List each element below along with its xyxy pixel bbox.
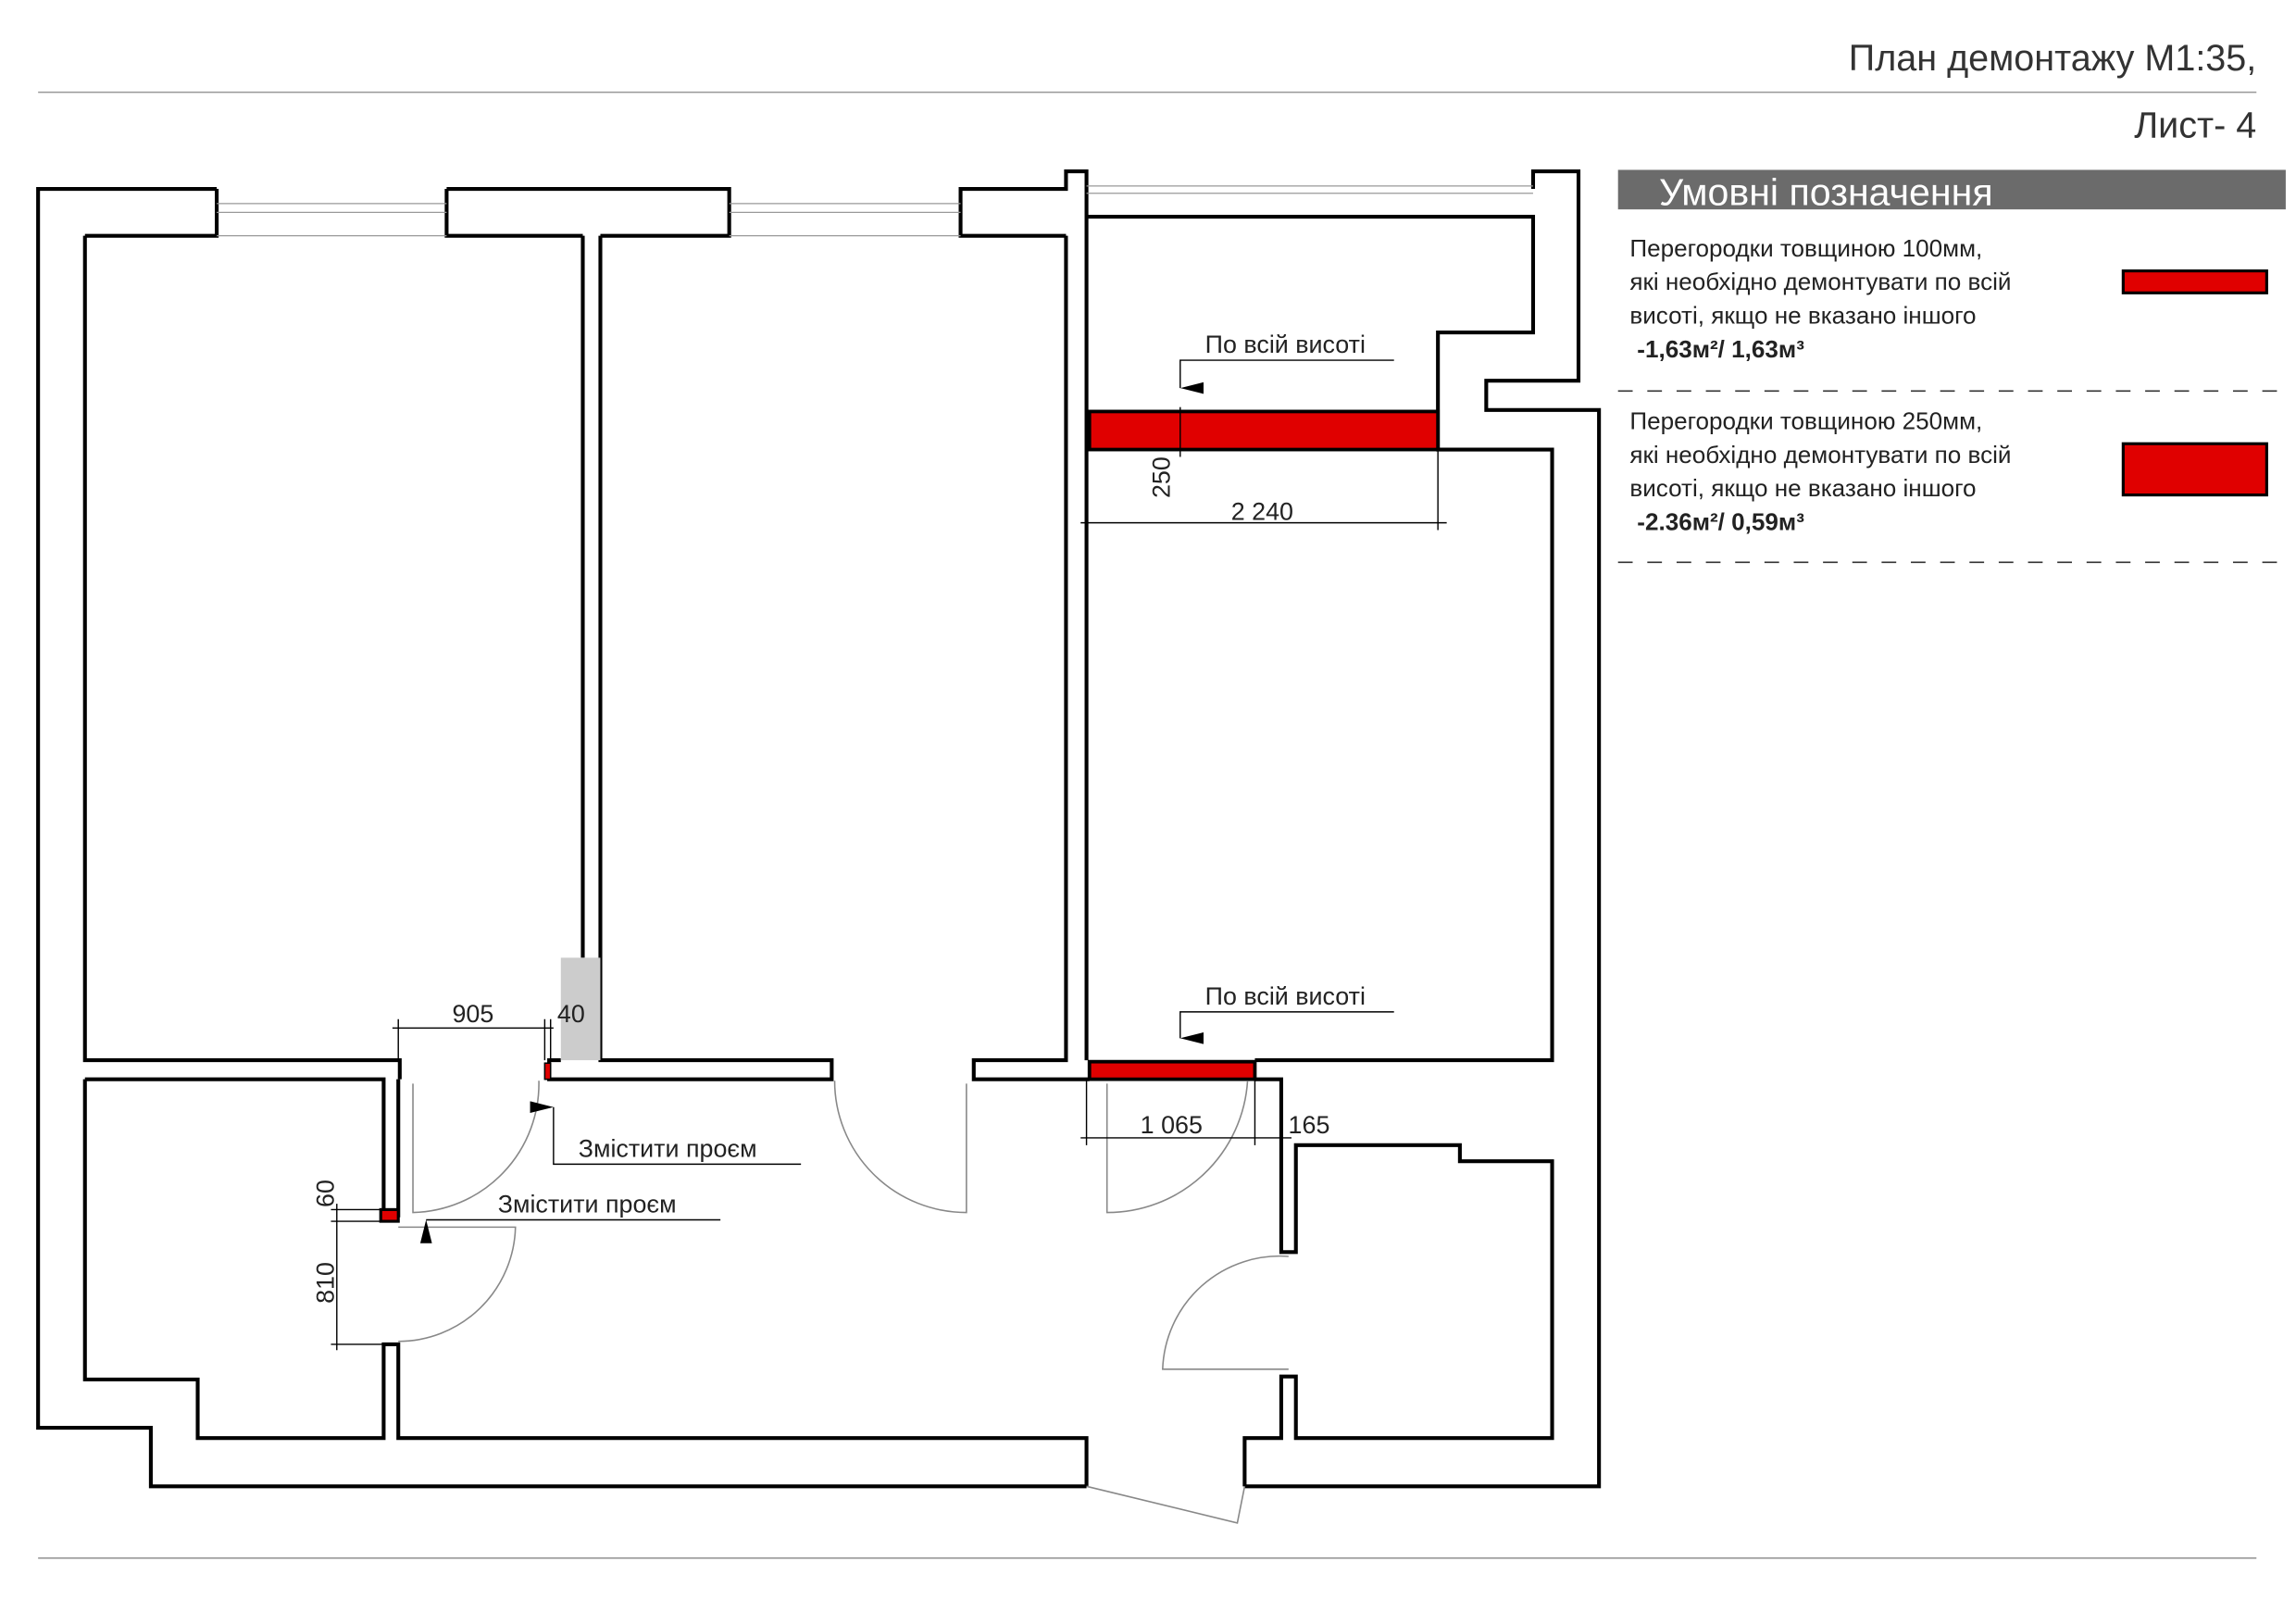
legend-item-1-line-3: висоті, якщо не вказано іншого: [1629, 302, 1976, 330]
door-bathroom: [1161, 1255, 1289, 1370]
legend-item-2-line-1: Перегородки товщиною 250мм,: [1629, 406, 1982, 434]
legend-item-2-line-2: які необхідно демонтувати по всій: [1629, 441, 2011, 468]
door-room-4: [398, 1226, 517, 1343]
partition-250mm-demolish: [1087, 409, 1441, 452]
partition-100mm-demolish: [1087, 1059, 1257, 1081]
note-full-height-bottom: По всій висоті: [1205, 982, 1366, 1010]
existing-column: [560, 957, 601, 1061]
legend-item-2-quantity: -2.36м²/ 0,59м³: [1637, 508, 1804, 536]
sheet-title: План демонтажу М1:35,: [1849, 38, 2256, 79]
entrance-door: [1086, 1485, 1246, 1524]
doors: [398, 1081, 1289, 1524]
dim-250: 250: [1148, 456, 1176, 498]
dimensions: 905 40 60 810 250 2 240 1 065 165: [312, 406, 1447, 1351]
wall-piece-demolish: [379, 1207, 400, 1223]
dim-40: 40: [557, 1000, 585, 1028]
walls: [36, 169, 1602, 1489]
wall-piece-demolish: [543, 1062, 552, 1081]
legend-title-bar: [1617, 169, 2286, 210]
dim-1065: 1 065: [1141, 1111, 1203, 1139]
legend: Умовні позначення Перегородки товщиною 1…: [1617, 169, 2286, 564]
note-move-opening-2: Змістити проєм: [498, 1191, 677, 1218]
dim-810: 810: [312, 1262, 340, 1304]
legend-item-1-line-1: Перегородки товщиною 100мм,: [1629, 234, 1982, 262]
legend-swatch-250mm: [2121, 442, 2268, 497]
sheet-number: Лист- 4: [2134, 106, 2256, 146]
legend-title: Умовні позначення: [1659, 170, 1993, 213]
dim-2240: 2 240: [1231, 497, 1293, 525]
annotations: По всій висоті По всій висоті Змістити п…: [419, 331, 1394, 1243]
door-room-3: [1105, 1081, 1249, 1214]
door-room-2: [833, 1081, 967, 1214]
legend-item-1-quantity: -1,63м²/ 1,63м³: [1637, 335, 1804, 363]
note-move-opening-1: Змістити проєм: [579, 1134, 757, 1162]
note-full-height-top: По всій висоті: [1205, 331, 1366, 358]
legend-swatch-100mm: [2121, 269, 2268, 294]
dim-165: 165: [1289, 1111, 1330, 1139]
dim-905: 905: [452, 1000, 493, 1028]
legend-item-1-line-2: які необхідно демонтувати по всій: [1629, 268, 2011, 295]
legend-item-2-line-3: висоті, якщо не вказано іншого: [1629, 474, 1976, 502]
dim-60: 60: [312, 1180, 340, 1207]
